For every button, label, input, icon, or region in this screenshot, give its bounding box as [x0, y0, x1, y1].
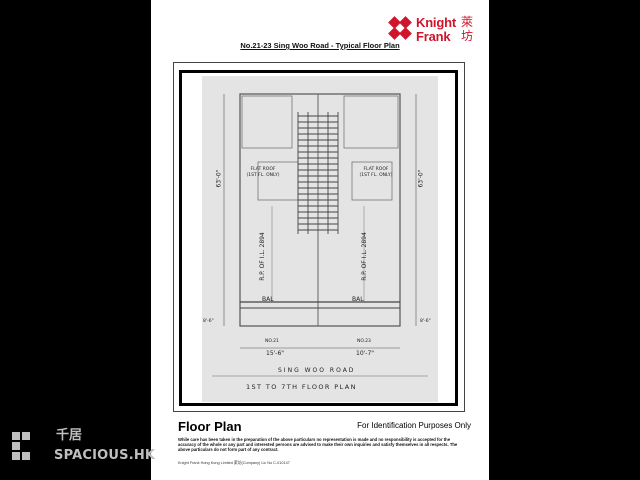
identification-note: For Identification Purposes Only — [357, 421, 471, 430]
watermark-en: SPACIOUS.HK — [54, 448, 156, 463]
knight-frank-logo-icon — [388, 16, 412, 40]
section-title: Floor Plan — [178, 419, 242, 434]
brand-name-line2: Frank — [416, 29, 451, 44]
floor-plan-drawing — [202, 76, 438, 402]
brand-cn-line1: 萊 — [461, 15, 474, 29]
plan-balcony-left: BAL — [262, 296, 274, 303]
spacious-logo-icon — [12, 432, 30, 460]
watermark-cn: 千居 — [56, 428, 83, 443]
plan-left-room: FLAT ROOF (1ST FL. ONLY) — [246, 167, 280, 178]
brand-name-line1: Knight — [416, 15, 456, 30]
plan-road-label: SING WOO ROAD — [278, 367, 356, 374]
disclaimer-text: While care has been taken in the prepara… — [178, 437, 458, 453]
brand-cn-line2: 坊 — [461, 29, 474, 43]
plan-left-dimension: 63'-0" — [215, 169, 223, 188]
plan-floor-caption: 1ST TO 7TH FLOOR PLAN — [246, 383, 357, 391]
plan-right-width: 10'-7" — [356, 350, 375, 357]
plan-side-left: 8'-6" — [203, 319, 214, 324]
plan-frame-outer — [173, 62, 465, 412]
brand-logo: Knight Frank 萊 坊 — [388, 14, 478, 46]
document-title: No.21-23 Sing Woo Road - Typical Floor P… — [240, 41, 400, 50]
plan-balcony-right: BAL — [352, 296, 364, 303]
plan-right-room: FLAT ROOF (1ST FL. ONLY) — [359, 167, 393, 178]
plan-right-number: NO.23 — [357, 339, 371, 344]
spacious-watermark: 千居 SPACIOUS.HK — [10, 428, 155, 468]
plan-left-lot: R.P. OF I.L. 2894 — [258, 232, 266, 281]
plan-side-right: 8'-6" — [420, 319, 431, 324]
plan-left-width: 15'-6" — [266, 350, 285, 357]
plan-left-number: NO.21 — [265, 339, 279, 344]
plan-right-dimension: 63'-0" — [417, 169, 425, 188]
plan-right-lot: R.P. OF I.L. 2894 — [360, 232, 368, 281]
company-line: Knight Frank Hong Kong Limited 萊坊(Compan… — [178, 461, 290, 465]
